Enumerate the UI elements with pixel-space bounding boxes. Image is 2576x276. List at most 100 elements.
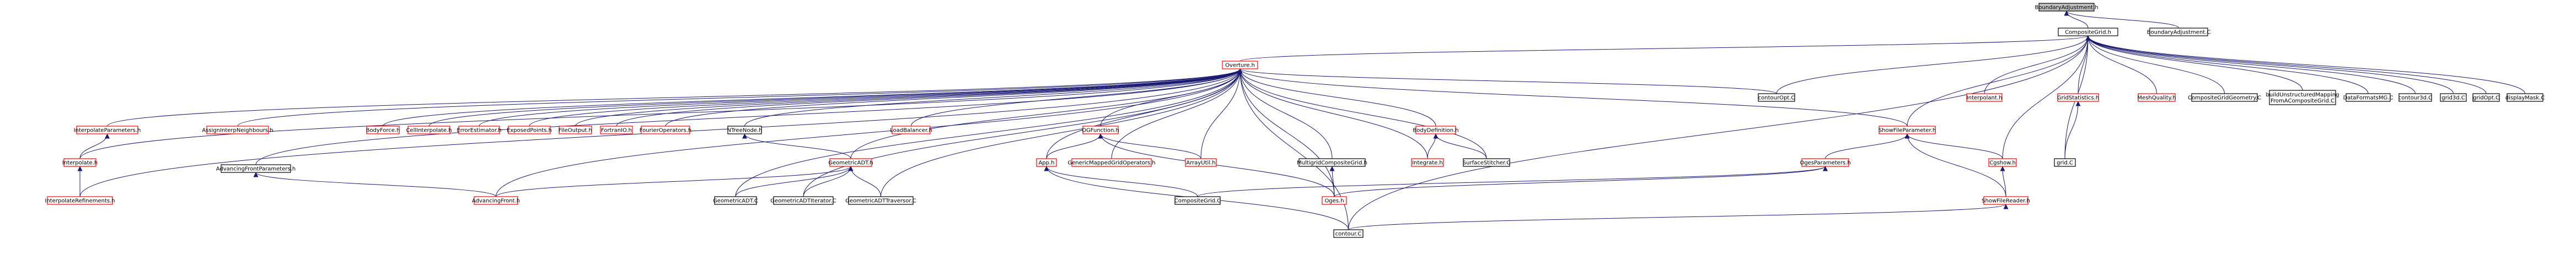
edge-compositegrid-c-to-app-h xyxy=(1044,166,1198,197)
node-ogfunction-h[interactable]: OGFunction.h xyxy=(1082,126,1119,134)
node-label-geometricadttraversor-c: GeometricADTTraversor.C xyxy=(845,198,916,204)
node-surfacestitcher-c[interactable]: SurfaceStitcher.C xyxy=(1463,158,1510,167)
node-fourieroperators-h[interactable]: FourierOperators.h xyxy=(640,126,692,134)
node-box-contouropt-c xyxy=(1758,93,1795,102)
node-contouropt-c[interactable]: contourOpt.C xyxy=(1758,93,1795,102)
edge-errorestimator-h-to-overture-h xyxy=(479,68,1243,127)
node-multigridcompositegrid-h[interactable]: MultigridCompositeGrid.h xyxy=(1297,158,1367,167)
node-grid3d-c[interactable]: grid3d.C xyxy=(2440,93,2467,102)
node-fileoutput-h[interactable]: FileOutput.h xyxy=(559,126,592,134)
node-buildunstructured-c[interactable]: buildUnstructuredMappingFromACompositeGr… xyxy=(2266,90,2339,105)
node-label-showfilereader-h: ShowFileReader.h xyxy=(1982,198,2030,204)
node-label-boundaryadjustment-h: BoundaryAdjustment.h xyxy=(2035,5,2098,11)
node-compositegrid-h[interactable]: CompositeGrid.h xyxy=(2058,28,2118,36)
node-box-bodydefinition-h xyxy=(1415,126,1456,134)
edge-gridopt-c-to-compositegrid-h xyxy=(2085,35,2487,94)
edge-buildunstructured-c-to-compositegrid-h xyxy=(2085,35,2303,91)
node-box-cellinterpolate-h xyxy=(407,126,450,134)
node-advancingfront-h[interactable]: AdvancingFront.h xyxy=(472,196,520,205)
node-label-geometricadtiterator-c: GeometricADTIterator.C xyxy=(770,198,836,204)
node-label-advancingfront-h: AdvancingFront.h xyxy=(472,198,520,204)
node-bodyforce-h[interactable]: BodyForce.h xyxy=(366,126,400,134)
node-overture-h[interactable]: Overture.h xyxy=(1222,61,1258,69)
node-box-overture-h xyxy=(1222,61,1258,69)
node-label-interpolate-h: Interpolate.h xyxy=(62,160,98,166)
edge-oges-h-to-overture-h xyxy=(1237,68,1335,197)
node-app-h[interactable]: App.h xyxy=(1036,158,1057,167)
node-label-bodydefinition-h: BodyDefinition.h xyxy=(1413,128,1458,134)
node-interpolant-h[interactable]: Interpolant.h xyxy=(1966,93,2003,102)
node-cgshow-h[interactable]: Cgshow.h xyxy=(1988,158,2017,167)
node-interpolateparameters-h[interactable]: InterpolateParameters.h xyxy=(74,126,141,134)
edge-contour-c-to-compositegrid-h xyxy=(1348,35,2091,230)
node-integrate-h[interactable]: Integrate.h xyxy=(1411,158,1444,167)
node-assignloopneighbours-h[interactable]: AssignInterpNeighbours.h xyxy=(202,126,273,134)
node-label-grid-c: grid.C xyxy=(2057,160,2073,166)
node-label-cellinterpolate-h: CellInterpolate.h xyxy=(406,128,452,134)
node-ogesparameters-h[interactable]: OgesParameters.h xyxy=(1800,158,1851,167)
node-label-interpolateparameters-h: InterpolateParameters.h xyxy=(74,128,141,134)
edge-contour-c-to-showfilereader-h xyxy=(1348,204,2009,230)
node-cellinterpolate-h[interactable]: CellInterpolate.h xyxy=(406,126,452,134)
node-arrayutil-h[interactable]: ArrayUtil.h xyxy=(1185,158,1217,167)
edge-meshquality-h-to-compositegrid-h xyxy=(2085,35,2157,94)
node-contour3d-c[interactable]: contour3d.C xyxy=(2398,93,2432,102)
node-exposedpoints-h[interactable]: ExposedPoints.h xyxy=(507,126,552,134)
edge-arrayutil-h-to-overture-h xyxy=(1200,68,1243,159)
edge-compositegrid-c-to-ogesparameters-h xyxy=(1197,166,1828,197)
node-box-boundaryadjustment-c xyxy=(2149,28,2208,36)
node-compositegridgeometry-c[interactable]: CompositeGridGeometry.C xyxy=(2188,93,2261,102)
node-displaymask-c[interactable]: displayMask.C xyxy=(2505,93,2545,102)
node-label-compositegrid-h: CompositeGrid.h xyxy=(2065,30,2111,36)
edge-advancingfront-h-to-overture-h xyxy=(496,68,1243,197)
node-label-assignloopneighbours-h: AssignInterpNeighbours.h xyxy=(202,128,273,134)
node-showfileparameter-h[interactable]: ShowFileParameter.h xyxy=(1879,126,1936,134)
node-oges-h[interactable]: Oges.h xyxy=(1322,196,1347,205)
node-grid-c[interactable]: grid.C xyxy=(2054,158,2076,167)
edge-geometricadtiterator-c-to-geometricadt-h xyxy=(803,166,854,197)
node-box-fortranio-h xyxy=(600,126,633,134)
node-showfilereader-h[interactable]: ShowFileReader.h xyxy=(1982,196,2030,205)
node-label-geometricadt-c: GeometricADT.C xyxy=(713,198,758,204)
node-interpolate-h[interactable]: Interpolate.h xyxy=(62,158,98,167)
node-label-showfileparameter-h: ShowFileParameter.h xyxy=(1879,128,1936,134)
node-box-integrate-h xyxy=(1411,158,1444,167)
node-box-geometricadt-h xyxy=(829,158,872,167)
node-label-boundaryadjustment-c: BoundaryAdjustment.C xyxy=(2147,30,2211,36)
edge-oges-h-to-ogfunction-h xyxy=(1098,133,1335,197)
node-label-interpolant-h: Interpolant.h xyxy=(1967,95,2003,101)
edge-advancingfront-h-to-geometricadt-h xyxy=(496,166,854,197)
node-box-surfacestitcher-c xyxy=(1463,158,1510,167)
node-label-ntreenode-h: NTreeNode.h xyxy=(727,128,763,134)
node-boundaryadjustment-c[interactable]: BoundaryAdjustment.C xyxy=(2147,28,2211,36)
node-contour-c[interactable]: contour.C xyxy=(1333,229,1364,238)
node-loadbalancer-h[interactable]: LoadBalancer.h xyxy=(890,126,932,134)
node-genericmappedgridoperators-h[interactable]: GenericMappedGridOperators.h xyxy=(1067,158,1156,167)
node-geometricadtiterator-c[interactable]: GeometricADTIterator.C xyxy=(770,196,836,205)
node-geometricadt-c[interactable]: GeometricADT.C xyxy=(713,196,758,205)
node-box-grid-c xyxy=(2054,158,2076,167)
node-gridopt-c[interactable]: gridOpt.C xyxy=(2472,93,2500,102)
node-ntreenode-h[interactable]: NTreeNode.h xyxy=(727,126,763,134)
node-box-compositegrid-c xyxy=(1174,196,1221,205)
node-label-grid3d-c: grid3d.C xyxy=(2441,95,2465,101)
edge-grid3d-c-to-compositegrid-h xyxy=(2085,35,2454,94)
node-label-ogfunction-h: OGFunction.h xyxy=(1082,128,1119,134)
node-errorestimator-h[interactable]: ErrorEstimator.h xyxy=(457,126,502,134)
node-interpolaterefinements-h[interactable]: InterpolateRefinements.h xyxy=(45,196,115,205)
node-dataformatsmg-c[interactable]: DataFormatsMG.C xyxy=(2343,93,2393,102)
node-compositegrid-c[interactable]: CompositeGrid.C xyxy=(1174,196,1221,205)
node-meshquality-h[interactable]: MeshQuality.h xyxy=(2137,93,2176,102)
node-fortranio-h[interactable]: FortranIO.h xyxy=(600,126,633,134)
node-box-genericmappedgridoperators-h xyxy=(1071,158,1152,167)
node-geometricadttraversor-c[interactable]: GeometricADTTraversor.C xyxy=(845,196,916,205)
edge-interpolate-h-to-overture-h xyxy=(79,68,1243,159)
node-box-interpolate-h xyxy=(63,158,96,167)
node-gridstatistics-h[interactable]: GridStatistics.h xyxy=(2057,93,2099,102)
node-geometricadt-h[interactable]: GeometricADT.h xyxy=(828,158,873,167)
edge-compositegridgeometry-c-to-compositegrid-h xyxy=(2085,35,2225,94)
node-label-app-h: App.h xyxy=(1038,160,1054,166)
node-bodydefinition-h[interactable]: BodyDefinition.h xyxy=(1413,126,1459,134)
node-advancingfrontparameters-h[interactable]: AdvancingFrontParameters.h xyxy=(216,164,296,173)
